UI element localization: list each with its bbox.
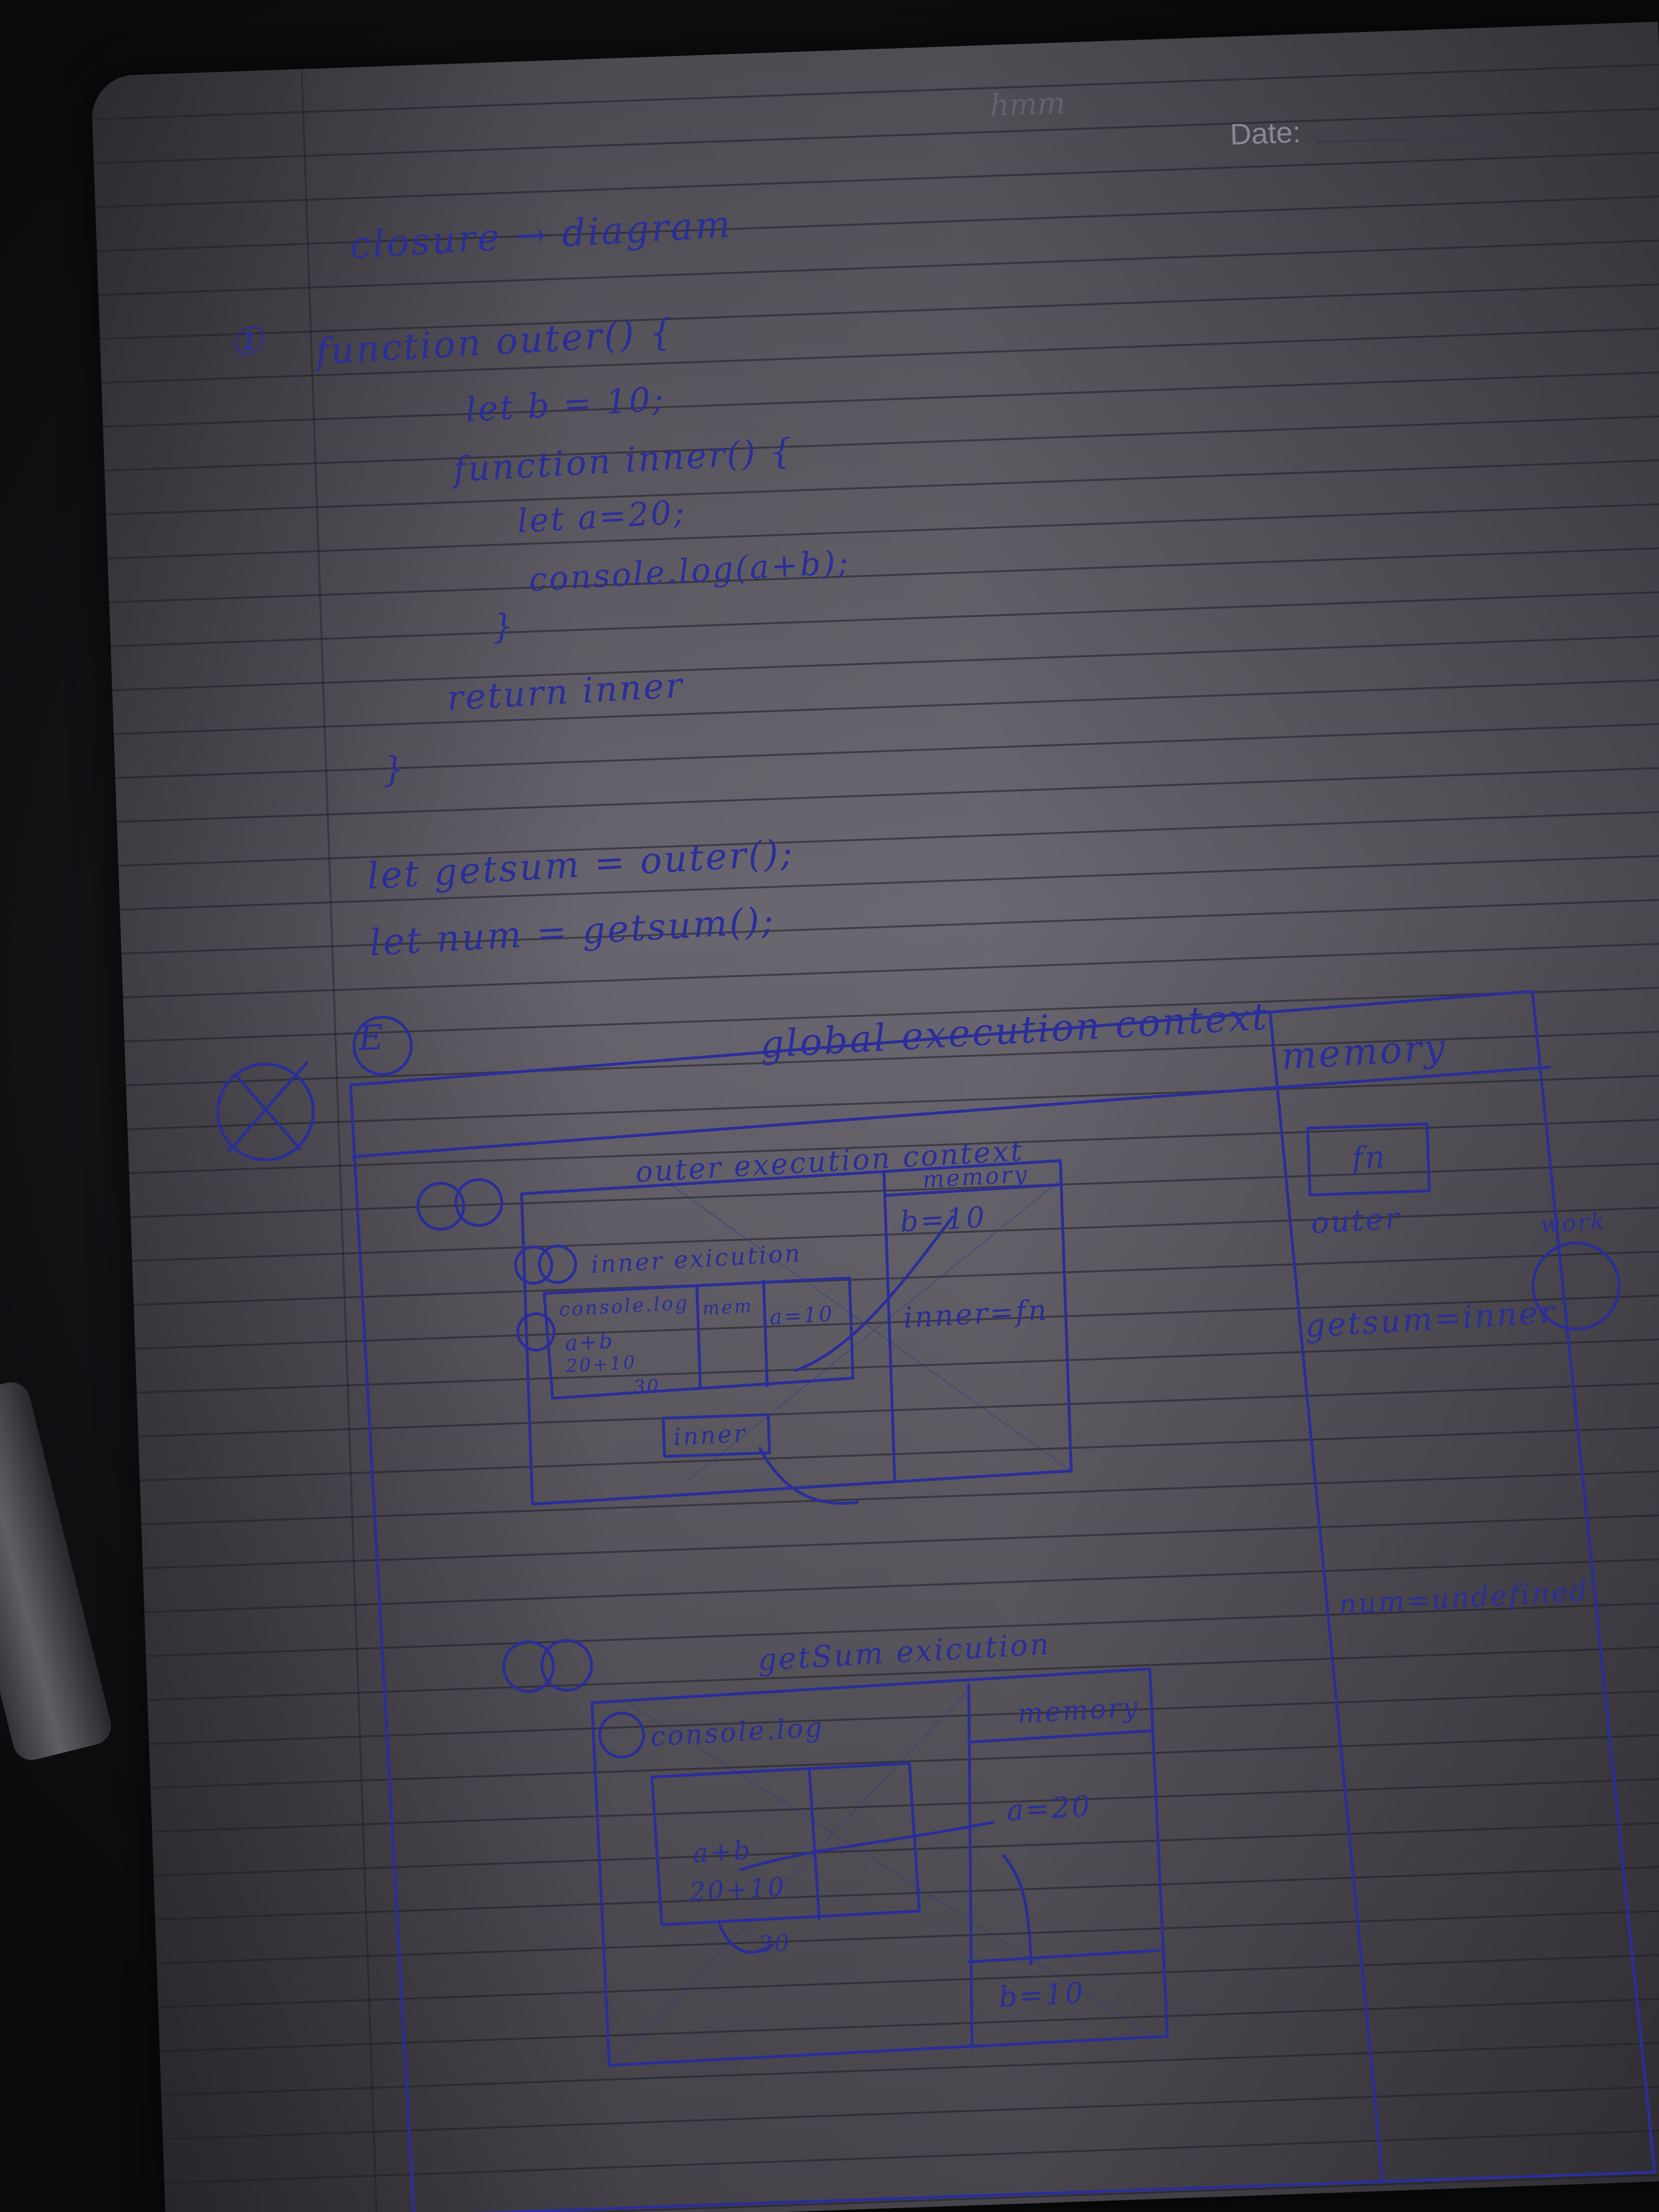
notebook-page: hmm Date: closure → diagram ① function o… [91, 21, 1659, 2212]
outer-context-box [520, 1159, 1073, 1506]
getsum-console-box [650, 1762, 921, 1926]
getsum-expr: a+b [691, 1835, 753, 1869]
inner-result: 30 [633, 1375, 661, 1398]
execution-context-diagram [216, 989, 1657, 2212]
getsum-sum: 20+10 [688, 1872, 787, 1907]
global-memory-divider [1269, 1013, 1384, 2183]
global-fn-label: outer [1310, 1200, 1402, 1241]
side-note-circle [1531, 1241, 1621, 1330]
global-side-note: work [1540, 1208, 1607, 1238]
getsum-b: b=10 [998, 1976, 1086, 2014]
inner-expr: a+b [564, 1329, 615, 1356]
outer-return-box [661, 1413, 771, 1458]
getsum-a: a=20 [1005, 1789, 1093, 1828]
outer-memory-divider [883, 1170, 896, 1481]
global-context-box [349, 989, 1657, 2212]
outer-return-label: inner [672, 1419, 748, 1451]
outer-memory-b: b=10 [899, 1201, 988, 1239]
global-context-header-line [351, 1065, 1551, 1159]
getsum-context-box [590, 1667, 1169, 2067]
global-fn-box-label: fn [1351, 1139, 1388, 1177]
inner-context-box [542, 1276, 855, 1400]
inner-sum: 20+10 [565, 1351, 638, 1377]
inner-mem: mem [702, 1295, 754, 1319]
crossed-marker [216, 1063, 315, 1161]
getsum-memory-divider [967, 1683, 974, 2050]
global-fn-box [1306, 1122, 1431, 1197]
getsum-result: 30 [757, 1929, 792, 1958]
inner-a: a=10 [769, 1301, 835, 1330]
